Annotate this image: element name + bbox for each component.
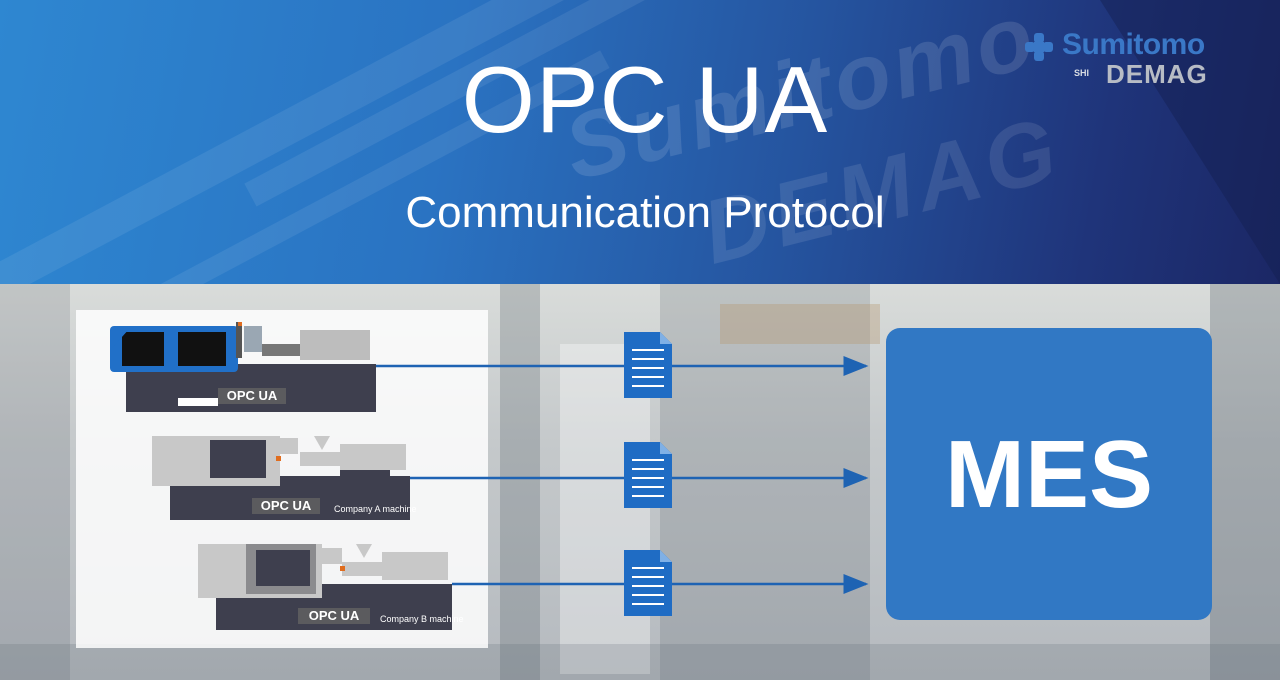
page-subtitle: Communication Protocol (405, 188, 885, 237)
logo-sub-text: SHI (1074, 68, 1090, 78)
document-icon (624, 550, 672, 616)
machine-protocol-label: OPC UA (252, 498, 320, 514)
company-logo: Sumitomo SHI DEMAG (1022, 28, 1242, 89)
machine-vendor-label: Company A machine (334, 504, 417, 514)
mes-system-box (886, 328, 1212, 620)
background-shape (0, 284, 70, 680)
background-shape (720, 304, 880, 344)
machine-protocol-label: OPC UA (218, 388, 286, 404)
page-title: OPC UA (461, 47, 829, 152)
mes-label: MES (944, 421, 1154, 528)
logo-mark-icon (1025, 33, 1053, 61)
logo-brand-text: Sumitomo (1062, 28, 1205, 61)
background-shape (0, 644, 1280, 680)
background-shape (500, 284, 540, 680)
banner-dark-corner (1100, 0, 1280, 284)
background-shape (660, 284, 870, 680)
machine-vendor-label: Company B machine (380, 614, 464, 624)
machine-protocol-label: OPC UA (298, 608, 370, 624)
document-icon (624, 442, 672, 508)
logo-name-text: DEMAG (1106, 59, 1208, 89)
background-shape (560, 344, 650, 674)
header-banner: Sumitomo DEMAG OPC UA Communication Prot… (0, 0, 1280, 284)
background-shape (1210, 284, 1280, 680)
document-icon (624, 332, 672, 398)
